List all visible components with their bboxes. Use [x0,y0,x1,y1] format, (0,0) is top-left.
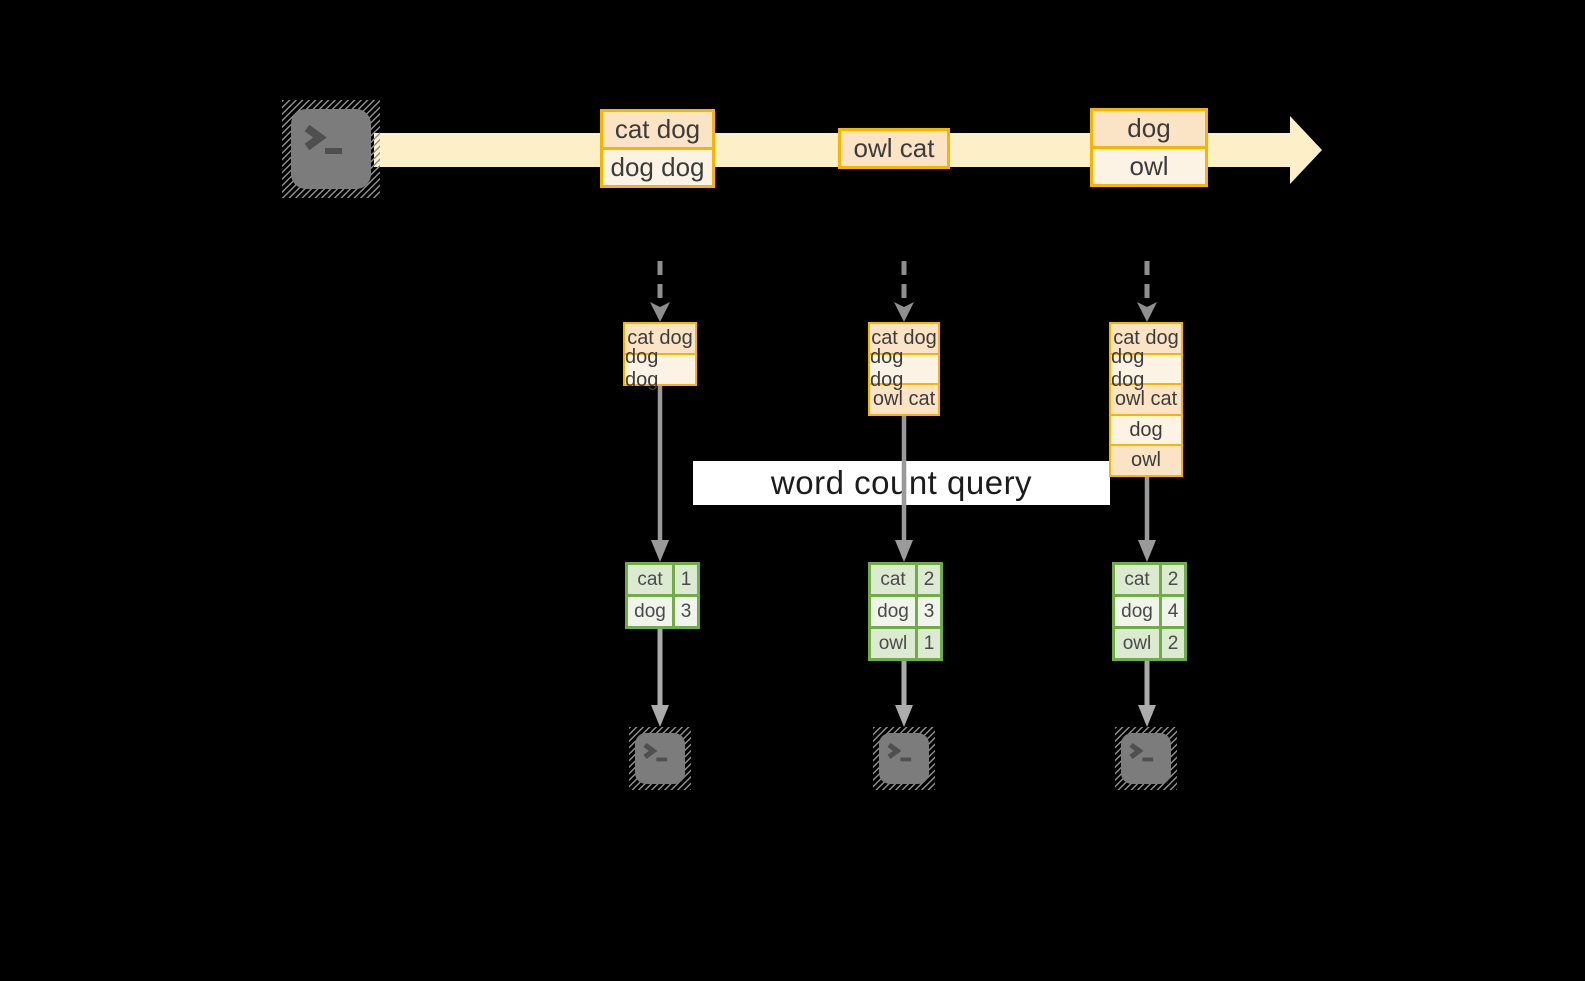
query-arrow-icon [651,384,669,562]
buffer-item: dog dog [1109,346,1183,391]
sink-arrow-icon [1138,661,1156,727]
dashed-arrow-icon [1137,261,1157,322]
event-line: dog dog [600,147,715,188]
count-table-1: cat 1 dog 3 [625,562,700,629]
terminal-prompt-icon [887,743,912,762]
event-line: dog [1090,108,1208,149]
count-row: cat 1 [628,565,697,594]
count-value: 1 [675,565,697,594]
count-value: 4 [1162,597,1184,626]
query-banner-label: word count query [770,464,1033,501]
terminal-body [291,109,371,189]
terminal-body [879,733,929,784]
count-value: 2 [918,565,940,594]
terminal-body [635,733,685,784]
count-row: dog 3 [628,597,697,626]
count-row: cat 2 [1115,565,1184,594]
sink-arrow-icon [895,661,913,727]
count-table-2: cat 2 dog 3 owl 1 [868,562,943,661]
sink-terminal-icon-3 [1115,727,1177,790]
count-row: cat 2 [871,565,940,594]
sink-terminal-icon-2 [873,727,935,790]
event-line: owl cat [838,128,950,169]
count-row: owl 2 [1115,629,1184,658]
stream-event-3: dog owl [1090,108,1208,187]
count-word: cat [628,565,672,594]
count-word: dog [871,597,915,626]
stream-event-1: cat dog dog dog [600,109,715,188]
buffer-item: dog dog [623,346,697,391]
buffer-item: dog dog [868,346,940,391]
dashed-arrow-icon [650,261,670,322]
count-word: dog [1115,597,1159,626]
buffer-stack-2: cat dog dog dog owl cat [868,322,940,416]
count-table-3: cat 2 dog 4 owl 2 [1112,562,1187,661]
buffer-item: owl [1109,444,1183,477]
count-word: cat [1115,565,1159,594]
count-row: owl 1 [871,629,940,658]
terminal-prompt-icon [1129,743,1154,762]
sink-terminal-icon-1 [629,727,691,790]
buffer-stack-1: cat dog dog dog [623,322,697,391]
query-arrow-icon [1138,476,1156,562]
buffer-item: owl cat [1109,383,1183,416]
buffer-item: cat dog [868,322,940,355]
event-line: cat dog [600,109,715,150]
count-word: owl [871,629,915,658]
buffer-stack-3: cat dog dog dog owl cat dog owl [1109,322,1183,477]
buffer-item: dog [1109,413,1183,447]
terminal-body [1121,733,1171,784]
count-row: dog 3 [871,597,940,626]
query-arrow-icon [895,415,913,562]
count-word: owl [1115,629,1159,658]
source-terminal-icon [282,100,380,198]
buffer-item: cat dog [1109,322,1183,355]
terminal-prompt-icon [304,125,342,154]
query-banner: word count query [693,461,1110,505]
count-value: 2 [1162,629,1184,658]
terminal-prompt-icon [643,743,668,762]
event-line: owl [1090,146,1208,187]
count-value: 3 [918,597,940,626]
stream-arrowhead-icon [1290,116,1322,184]
dashed-arrow-icon [894,261,914,322]
stream-event-2: owl cat [838,128,950,169]
count-value: 1 [918,629,940,658]
count-value: 2 [1162,565,1184,594]
sink-arrow-icon [651,629,669,727]
buffer-item: owl cat [868,383,940,416]
count-value: 3 [675,597,697,626]
count-word: cat [871,565,915,594]
count-word: dog [628,597,672,626]
count-row: dog 4 [1115,597,1184,626]
